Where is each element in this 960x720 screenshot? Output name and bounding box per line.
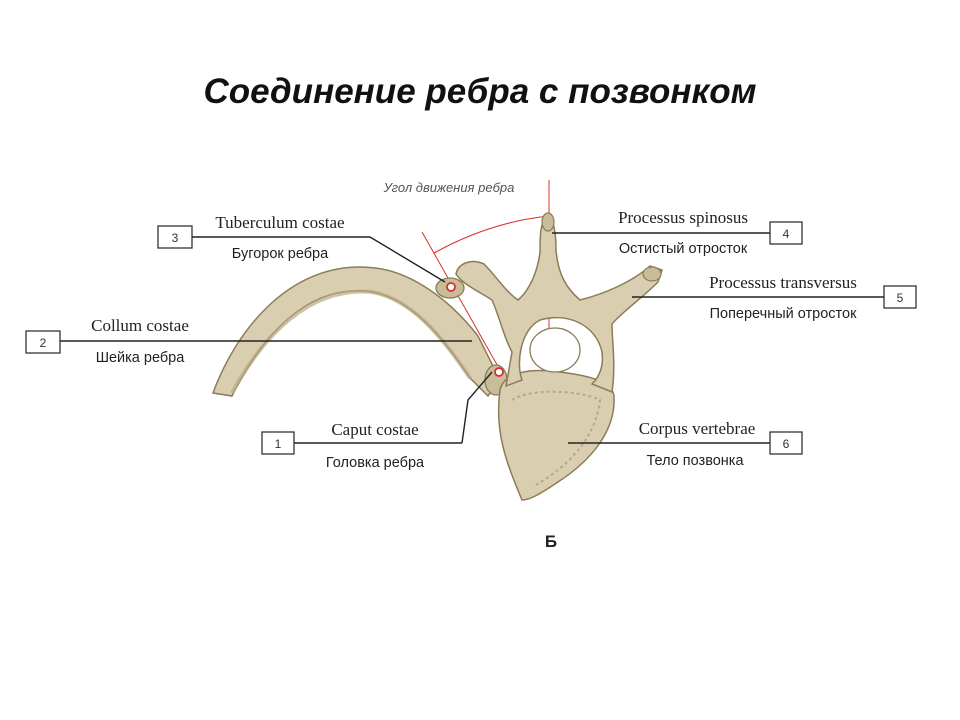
russian-term: Тело позвонка — [646, 453, 744, 469]
russian-term: Поперечный отросток — [710, 306, 857, 322]
vertebra-body — [497, 369, 615, 501]
label-corpus-vertebrae: 6 Corpus vertebrae Тело позвонка — [568, 419, 803, 469]
vertebra — [455, 212, 663, 501]
leader-line — [461, 371, 493, 444]
spinous-process-tip — [541, 212, 555, 232]
label-number: 5 — [897, 291, 904, 305]
vertebral-foramen — [529, 327, 581, 373]
label-caput-costae: 1 Caput costae Головка ребра — [261, 371, 493, 471]
label-collum-costae: 2 Collum costae Шейка ребра — [25, 316, 472, 366]
label-tuberculum-costae: 3 Tuberculum costae Бугорок ребра — [157, 213, 446, 283]
label-number: 2 — [40, 336, 47, 350]
latin-term: Processus transversus — [709, 273, 857, 292]
label-number-box — [25, 330, 61, 354]
label-processus-transversus: 5 Processus transversus Поперечный отрос… — [632, 273, 917, 322]
vertebra-body-shade — [511, 390, 602, 487]
costotransverse-joint-marker — [446, 282, 456, 292]
russian-term: Шейка ребра — [96, 350, 186, 366]
rib-shade — [230, 289, 472, 394]
latin-term: Processus spinosus — [618, 208, 748, 227]
label-number: 3 — [172, 231, 179, 245]
transverse-process-tip — [642, 266, 662, 282]
label-number: 4 — [783, 227, 790, 241]
rib — [211, 266, 508, 398]
angle-label: Угол движения ребра — [383, 180, 515, 195]
vertebral-arch — [455, 212, 663, 394]
russian-term: Головка ребра — [326, 455, 425, 471]
russian-term: Остистый отросток — [619, 241, 748, 257]
angle-arc — [433, 215, 550, 254]
label-number: 1 — [275, 437, 282, 451]
latin-term: Collum costae — [91, 316, 189, 335]
label-processus-spinosus: 4 Processus spinosus Остистый отросток — [552, 208, 803, 257]
slide-title: Соединение ребра с позвонком — [203, 72, 757, 111]
latin-term: Tuberculum costae — [215, 213, 344, 232]
costovertebral-joint-marker — [494, 367, 504, 377]
label-number: 6 — [783, 437, 790, 451]
leader-line — [369, 236, 446, 283]
russian-term: Бугорок ребра — [232, 246, 329, 262]
figure-letter: Б — [545, 532, 557, 551]
latin-term: Caput costae — [331, 420, 418, 439]
latin-term: Corpus vertebrae — [639, 419, 756, 438]
